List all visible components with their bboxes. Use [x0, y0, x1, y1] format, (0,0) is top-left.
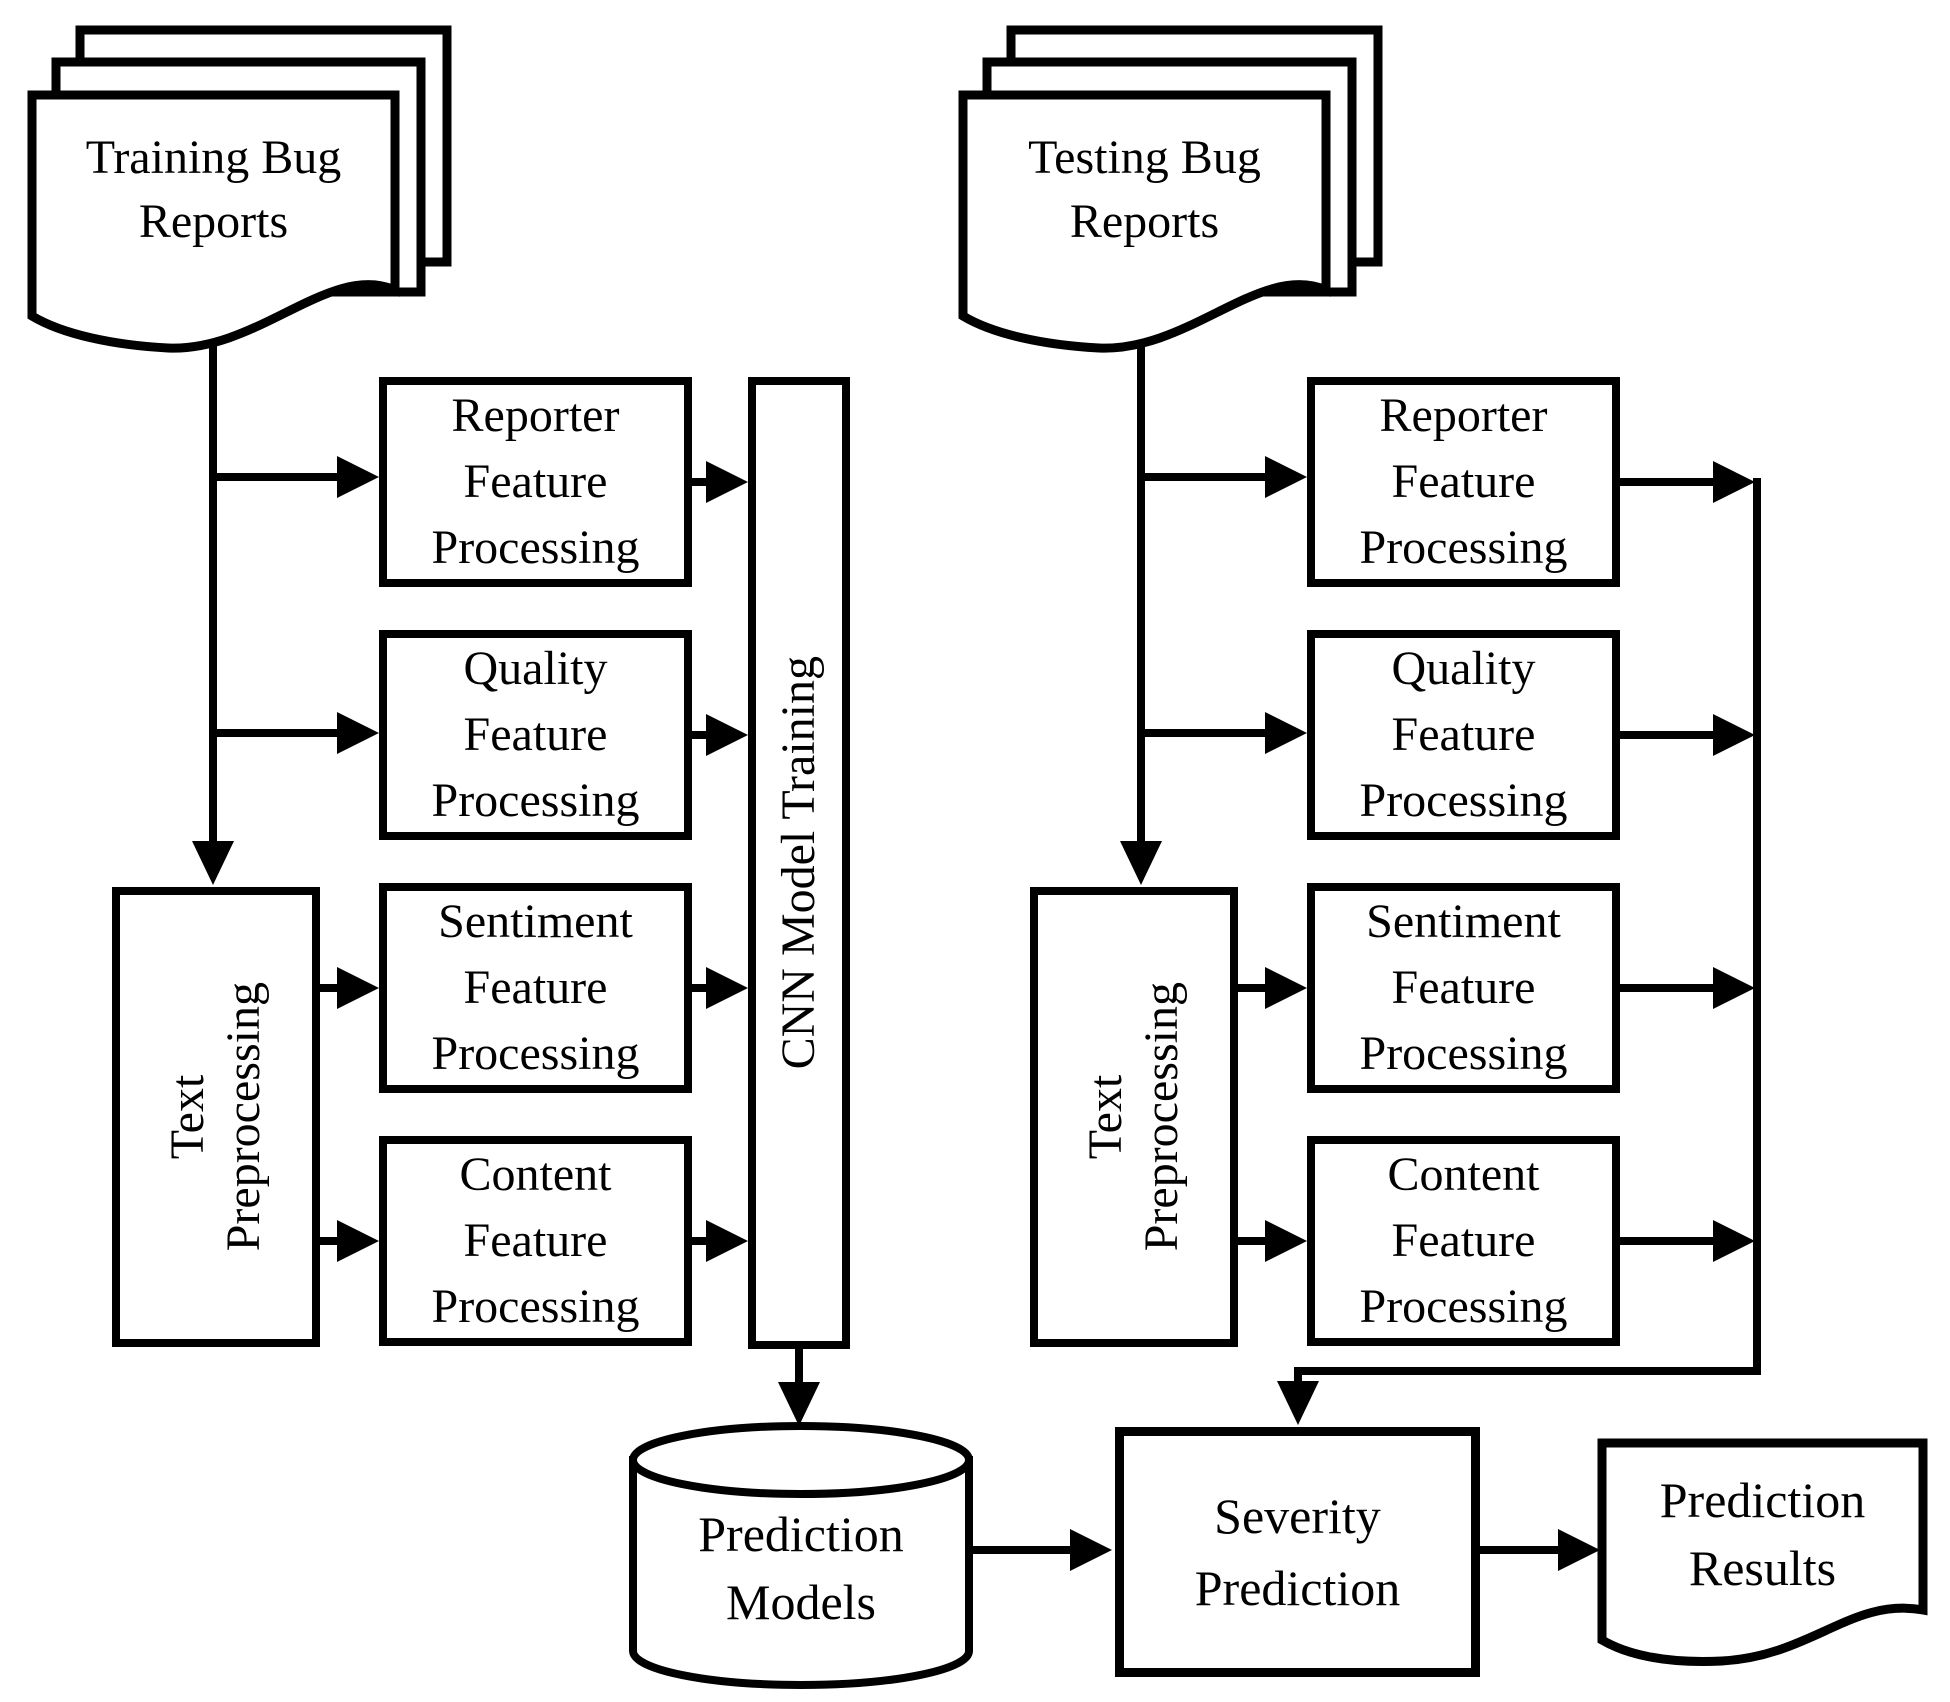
connector-testing-textpre-to-content [1234, 1237, 1267, 1245]
cnn-model-training-label: CNN Model Training [772, 656, 825, 1070]
connector-sentiment-to-cnn [690, 984, 710, 992]
arrowhead-content-to-cnn [706, 1220, 748, 1262]
connector-cnn-to-models [795, 1349, 803, 1384]
arrowhead-models-to-severity [1070, 1529, 1112, 1571]
arrowhead-quality-to-cnn [706, 714, 748, 756]
connector-testing-to-quality [1137, 729, 1267, 737]
testing-text-preprocessing-label: Text Preprocessing [1079, 982, 1188, 1252]
connector-testing-textpre-to-sentiment [1234, 984, 1267, 992]
box-training-sentiment-feature: Sentiment Feature Processing [379, 883, 692, 1093]
connector-textpre-to-sentiment [313, 984, 341, 992]
connector-collector-vertical [1753, 478, 1761, 1375]
arrowhead-sentiment-to-cnn [706, 967, 748, 1009]
connector-testing-trunk [1137, 330, 1145, 841]
arrowhead-testing-textpre-to-content [1265, 1220, 1307, 1262]
arrowhead-cnn-to-models [778, 1382, 820, 1426]
box-training-quality-feature: Quality Feature Processing [379, 630, 692, 840]
connector-testing-reporter-out [1618, 478, 1715, 486]
arrowhead-testing-reporter-out [1713, 461, 1755, 503]
box-training-reporter-feature: Reporter Feature Processing [379, 377, 692, 587]
testing-docs-label: Testing Bug Reports [1028, 131, 1261, 248]
connector-testing-quality-out [1618, 731, 1715, 739]
testing-docs-shape [958, 25, 1383, 353]
training-text-preprocessing-label: Text Preprocessing [161, 982, 270, 1252]
cylinder-top [629, 1422, 973, 1498]
arrowhead-testing-to-quality [1265, 712, 1307, 754]
connector-content-to-cnn [690, 1237, 710, 1245]
box-testing-reporter-feature: Reporter Feature Processing [1307, 377, 1620, 587]
arrowhead-testing-quality-out [1713, 714, 1755, 756]
connector-training-to-reporter [209, 473, 339, 481]
arrowhead-testing-to-textpre [1120, 841, 1162, 885]
connector-testing-content-out [1618, 1237, 1715, 1245]
arrowhead-testing-sentiment-out [1713, 967, 1755, 1009]
arrowhead-training-to-reporter [337, 456, 379, 498]
box-testing-quality-feature: Quality Feature Processing [1307, 630, 1620, 840]
connector-training-trunk [209, 330, 217, 841]
testing-doc-page-front [958, 90, 1331, 353]
connector-testing-sentiment-out [1618, 984, 1715, 992]
arrowhead-textpre-to-content [337, 1220, 379, 1262]
box-training-content-feature: Content Feature Processing [379, 1136, 692, 1346]
prediction-results-doc-shape [1597, 1438, 1928, 1666]
prediction-models-cylinder [629, 1422, 973, 1689]
arrowhead-reporter-to-cnn [706, 461, 748, 503]
connector-models-to-severity [969, 1546, 1074, 1554]
connector-collector-horizontal [1294, 1367, 1761, 1375]
box-severity-prediction: Severity Prediction [1115, 1427, 1480, 1677]
arrowhead-training-to-quality [337, 712, 379, 754]
arrowhead-testing-textpre-to-sentiment [1265, 967, 1307, 1009]
connector-collector-drop [1294, 1367, 1302, 1383]
box-cnn-model-training: CNN Model Training [748, 377, 850, 1349]
arrowhead-training-to-textpre [192, 841, 234, 885]
training-doc-page-front [27, 90, 400, 353]
arrowhead-textpre-to-sentiment [337, 967, 379, 1009]
arrowhead-testing-content-out [1713, 1220, 1755, 1262]
connector-textpre-to-content [313, 1237, 341, 1245]
box-testing-sentiment-feature: Sentiment Feature Processing [1307, 883, 1620, 1093]
training-docs-label: Training Bug Reports [85, 131, 342, 248]
connector-severity-to-results [1480, 1546, 1562, 1554]
connector-reporter-to-cnn [690, 478, 710, 486]
connector-testing-to-reporter [1137, 473, 1267, 481]
arrowhead-collector-to-severity [1277, 1381, 1319, 1425]
box-testing-text-preprocessing: Text Preprocessing [1030, 887, 1238, 1347]
connector-training-to-quality [209, 729, 339, 737]
arrowhead-severity-to-results [1558, 1529, 1600, 1571]
box-training-text-preprocessing: Text Preprocessing [112, 887, 320, 1347]
connector-quality-to-cnn [690, 731, 710, 739]
prediction-models-label: Prediction Models [698, 1506, 904, 1630]
cylinder-body [629, 1456, 973, 1689]
training-docs-shape [27, 25, 452, 353]
arrowhead-testing-to-reporter [1265, 456, 1307, 498]
prediction-results-label: Prediction Results [1659, 1472, 1866, 1596]
box-testing-content-feature: Content Feature Processing [1307, 1136, 1620, 1346]
